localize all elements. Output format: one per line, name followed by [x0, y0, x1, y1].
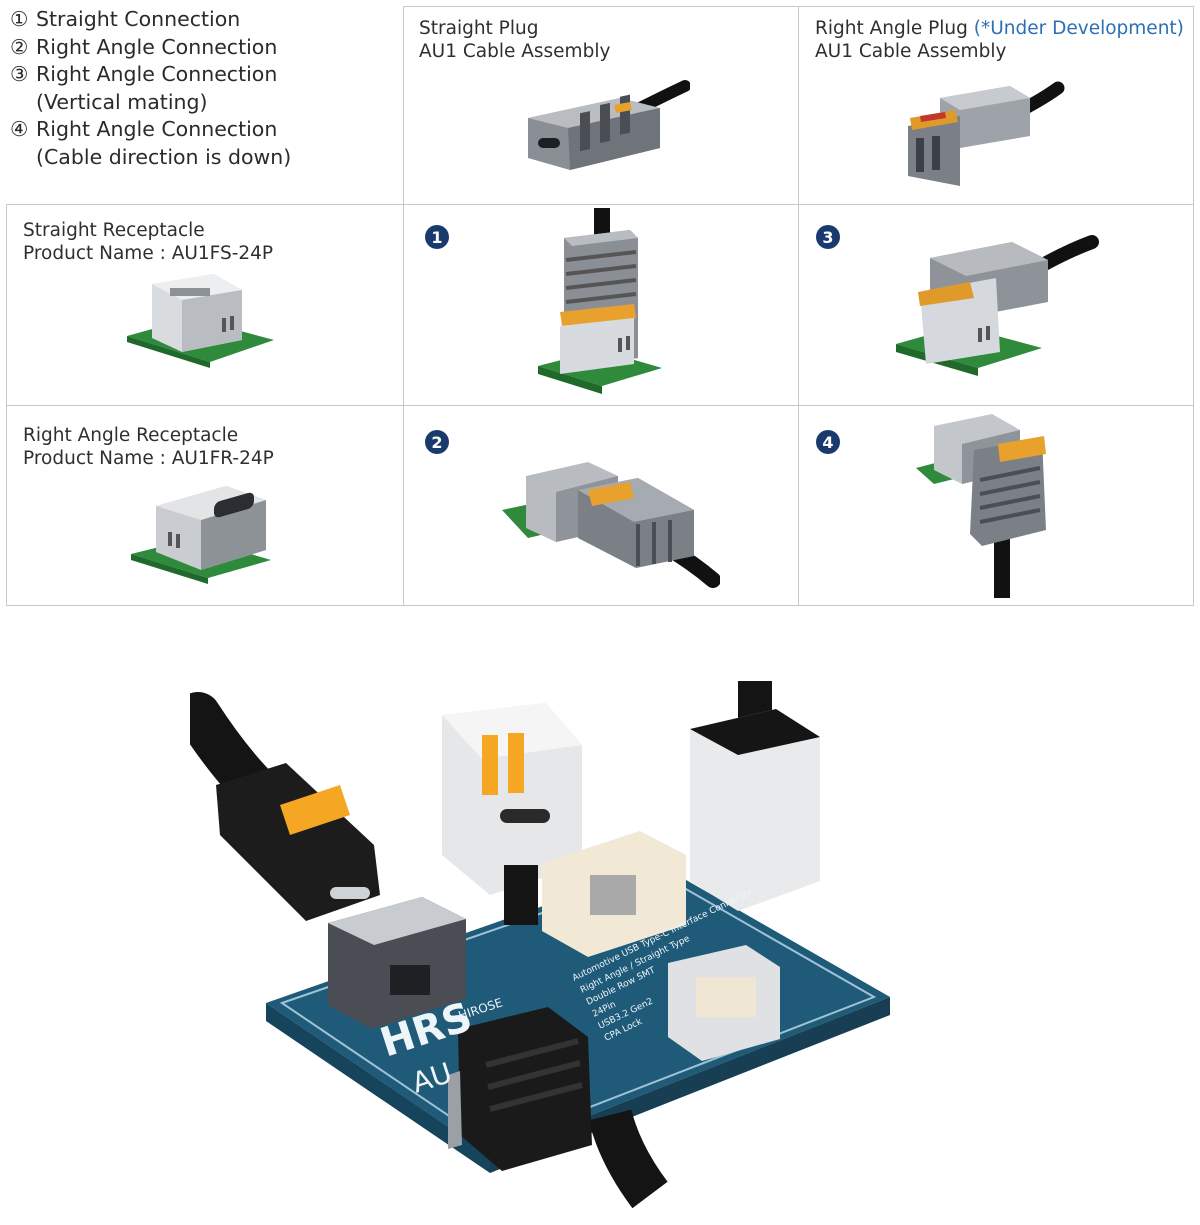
- table-line: [798, 6, 799, 605]
- straight-plug-image: [528, 80, 690, 170]
- combo-4-image: [916, 414, 1046, 598]
- table-line: [6, 204, 1194, 205]
- header-straight-plug: Straight Plug AU1 Cable Assembly: [419, 18, 611, 62]
- combo-badge-1: 1: [425, 225, 449, 249]
- combo-badge-2: 2: [425, 430, 449, 454]
- combo-2-image: [502, 462, 720, 588]
- combo-badge-4: 4: [816, 430, 840, 454]
- right-angle-receptacle-image: [131, 486, 271, 584]
- table-line: [1193, 6, 1194, 605]
- combo-3-image: [896, 235, 1099, 376]
- table-line: [6, 605, 1194, 606]
- combo-badge-3: 3: [816, 225, 840, 249]
- table-line: [6, 204, 7, 605]
- right-angle-plug-image: [908, 81, 1065, 186]
- straight-receptacle-image: [127, 274, 274, 368]
- table-line: [6, 405, 1194, 406]
- row-straight-receptacle: Straight Receptacle Product Name : AU1FS…: [23, 220, 274, 264]
- header-right-angle-plug: Right Angle Plug (*Under Development) AU…: [815, 18, 1184, 62]
- table-line: [403, 6, 404, 605]
- under-development-note: (*Under Development): [973, 18, 1184, 39]
- row-right-angle-receptacle: Right Angle Receptacle Product Name : AU…: [23, 425, 274, 469]
- demo-board: [266, 865, 890, 1155]
- combo-1-image: [538, 208, 662, 394]
- product-lineup-illustration: HRS HIROSE AU Automotive USB Type-C Inte…: [190, 681, 890, 1209]
- legend-item-3-continuation: (Vertical mating): [36, 89, 208, 114]
- legend-item-4-continuation: (Cable direction is down): [36, 144, 292, 169]
